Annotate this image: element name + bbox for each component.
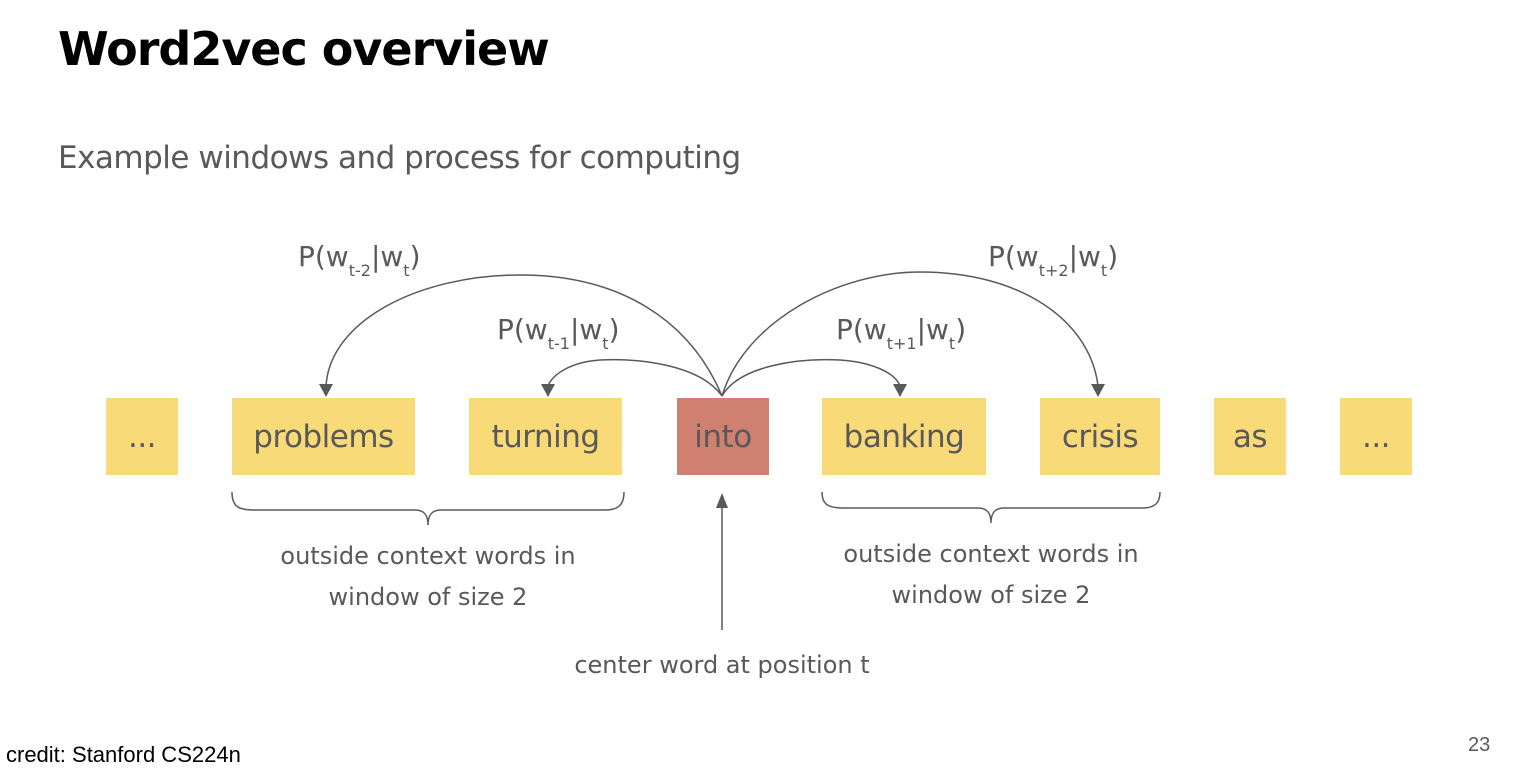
word-box-crisis: crisis — [1040, 398, 1160, 475]
word-text: as — [1232, 418, 1268, 455]
word-box-as: as — [1214, 398, 1286, 475]
word-box-ellipsis-left: ... — [106, 398, 178, 475]
slide-subtitle: Example windows and process for computin… — [58, 140, 741, 176]
word-box-banking: banking — [822, 398, 986, 475]
word-text: turning — [491, 418, 600, 455]
slide-title: Word2vec overview — [58, 22, 550, 76]
caption-line: window of size 2 — [328, 583, 528, 611]
arrowhead-t-minus-1 — [541, 384, 555, 397]
arrow-t-plus-2 — [721, 271, 1099, 397]
arrow-t-minus-1 — [547, 358, 723, 397]
word-box-into-center: into — [677, 398, 769, 475]
word-box-turning: turning — [469, 398, 622, 475]
caption-left-context: outside context words in window of size … — [228, 536, 628, 618]
arrowhead-t-plus-2 — [1091, 384, 1105, 397]
word-box-ellipsis-right: ... — [1340, 398, 1412, 475]
word-text: banking — [843, 418, 965, 455]
caption-line: outside context words in — [280, 542, 576, 570]
word-text: problems — [253, 418, 394, 455]
word-text: into — [694, 418, 752, 455]
word-box-problems: problems — [232, 398, 415, 475]
caption-line: window of size 2 — [891, 581, 1091, 609]
prob-label-t-minus-2: P(wt-2|wt) — [298, 240, 421, 280]
credit-text: credit: Stanford CS224n — [6, 742, 241, 767]
brace-left — [231, 491, 625, 526]
word-text: ... — [1361, 418, 1391, 455]
page-number: 23 — [1468, 734, 1491, 756]
arrow-t-plus-1 — [721, 358, 901, 397]
prob-label-t-plus-1: P(wt+1|wt) — [836, 313, 967, 353]
word-text: crisis — [1061, 418, 1139, 455]
word-text: ... — [127, 418, 157, 455]
prob-label-t-minus-1: P(wt-1|wt) — [497, 313, 620, 353]
brace-right — [821, 491, 1161, 524]
arrowhead-t-minus-2 — [319, 384, 333, 397]
arrowhead-t-plus-1 — [893, 384, 907, 397]
caption-right-context: outside context words in window of size … — [791, 534, 1191, 616]
caption-line: outside context words in — [843, 540, 1139, 568]
prob-label-t-plus-2: P(wt+2|wt) — [988, 240, 1119, 280]
arrow-t-minus-2 — [325, 274, 723, 397]
arrowhead-center-pointer — [716, 493, 728, 508]
caption-center-word: center word at position t — [574, 651, 870, 679]
